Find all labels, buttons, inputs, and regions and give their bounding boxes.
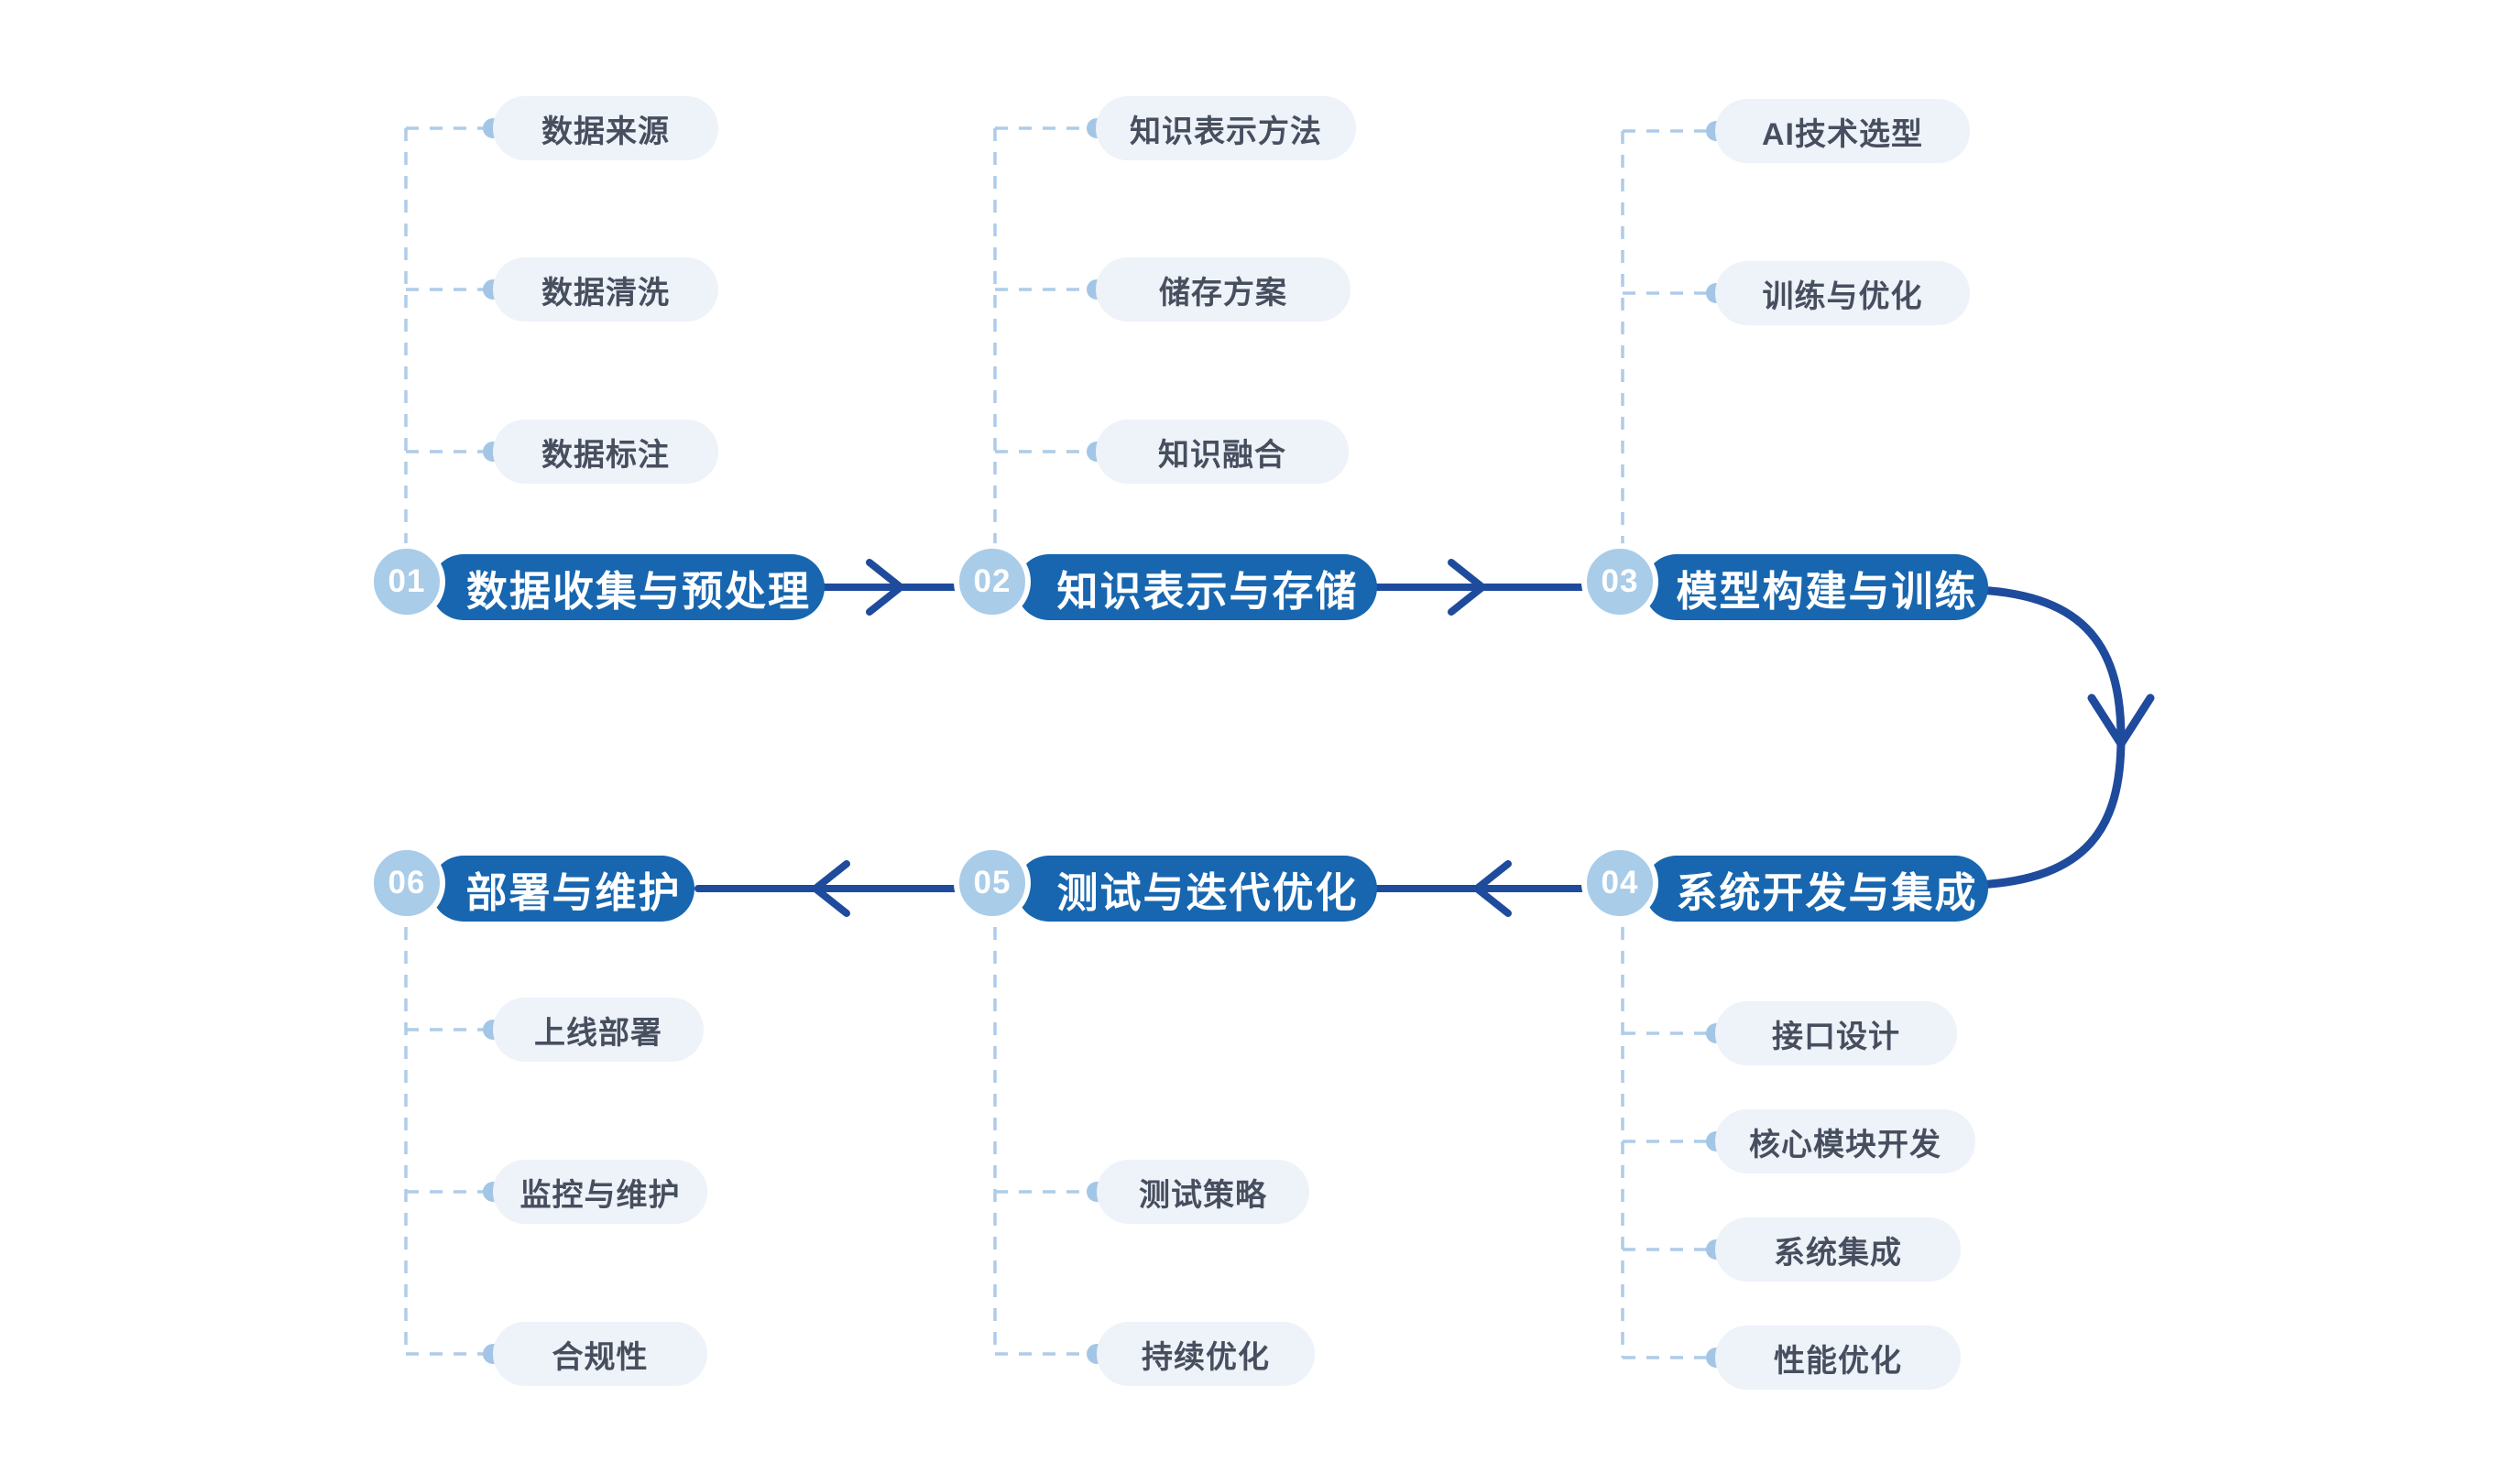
flow-arrowhead-right-icon: [1448, 559, 1486, 616]
subitem-pill: 持续优化: [1097, 1322, 1315, 1386]
subitem-pill: 数据清洗: [493, 257, 718, 322]
stage-pill: 数据收集与预处理: [431, 554, 825, 620]
subitem-pill: 核心模块开发: [1715, 1109, 1975, 1173]
subitem-pill: 知识表示方法: [1096, 96, 1356, 160]
stage-pill: 测试与迭代优化: [1016, 856, 1377, 922]
flow-arrowhead-left-icon: [1473, 860, 1512, 917]
subitem-pill: 上线部署: [493, 998, 704, 1062]
subitem-pill: 合规性: [493, 1322, 707, 1386]
stage-label: 数据收集与预处理: [465, 567, 811, 615]
subitem-pill: 知识融合: [1096, 420, 1349, 484]
subitem-pill: 接口设计: [1715, 1001, 1957, 1065]
subitem-pill: 数据标注: [493, 420, 718, 484]
stage-number-badge: 06: [368, 845, 445, 922]
subitem-pill: AI技术选型: [1715, 99, 1970, 163]
stage-number-badge: 01: [368, 543, 445, 620]
subitem-pill: 性能优化: [1715, 1326, 1961, 1390]
stage-pill: 部署与维护: [431, 856, 694, 922]
stage-label: 知识表示与存储: [1056, 567, 1359, 615]
stage-pill: 系统开发与集成: [1644, 856, 1988, 922]
flow-arrowhead-left-icon: [812, 860, 850, 917]
stage-pill: 模型构建与训练: [1644, 554, 1988, 620]
stage-label: 测试与迭代优化: [1056, 868, 1359, 916]
subitem-pill: 监控与维护: [493, 1160, 707, 1224]
stage-label: 部署与维护: [465, 868, 682, 916]
subitem-pill: 储存方案: [1096, 257, 1350, 322]
stage-label: 系统开发与集成: [1676, 868, 1978, 916]
flow-curve-03-04: [1973, 585, 2126, 889]
stage-label: 模型构建与训练: [1676, 567, 1978, 615]
stage-pill: 知识表示与存储: [1016, 554, 1377, 620]
subitem-pill: 系统集成: [1715, 1217, 1961, 1282]
subitem-pill: 测试策略: [1097, 1160, 1309, 1224]
stage-number-badge: 02: [954, 543, 1031, 620]
stage-number-badge: 03: [1581, 543, 1658, 620]
subitem-pill: 训练与优化: [1715, 261, 1970, 325]
flow-arrowhead-right-icon: [866, 559, 904, 616]
stage-number-badge: 05: [954, 845, 1031, 922]
stage-number-badge: 04: [1581, 845, 1658, 922]
subitem-pill: 数据来源: [493, 96, 718, 160]
flow-arrowhead-down-icon: [2087, 693, 2155, 748]
